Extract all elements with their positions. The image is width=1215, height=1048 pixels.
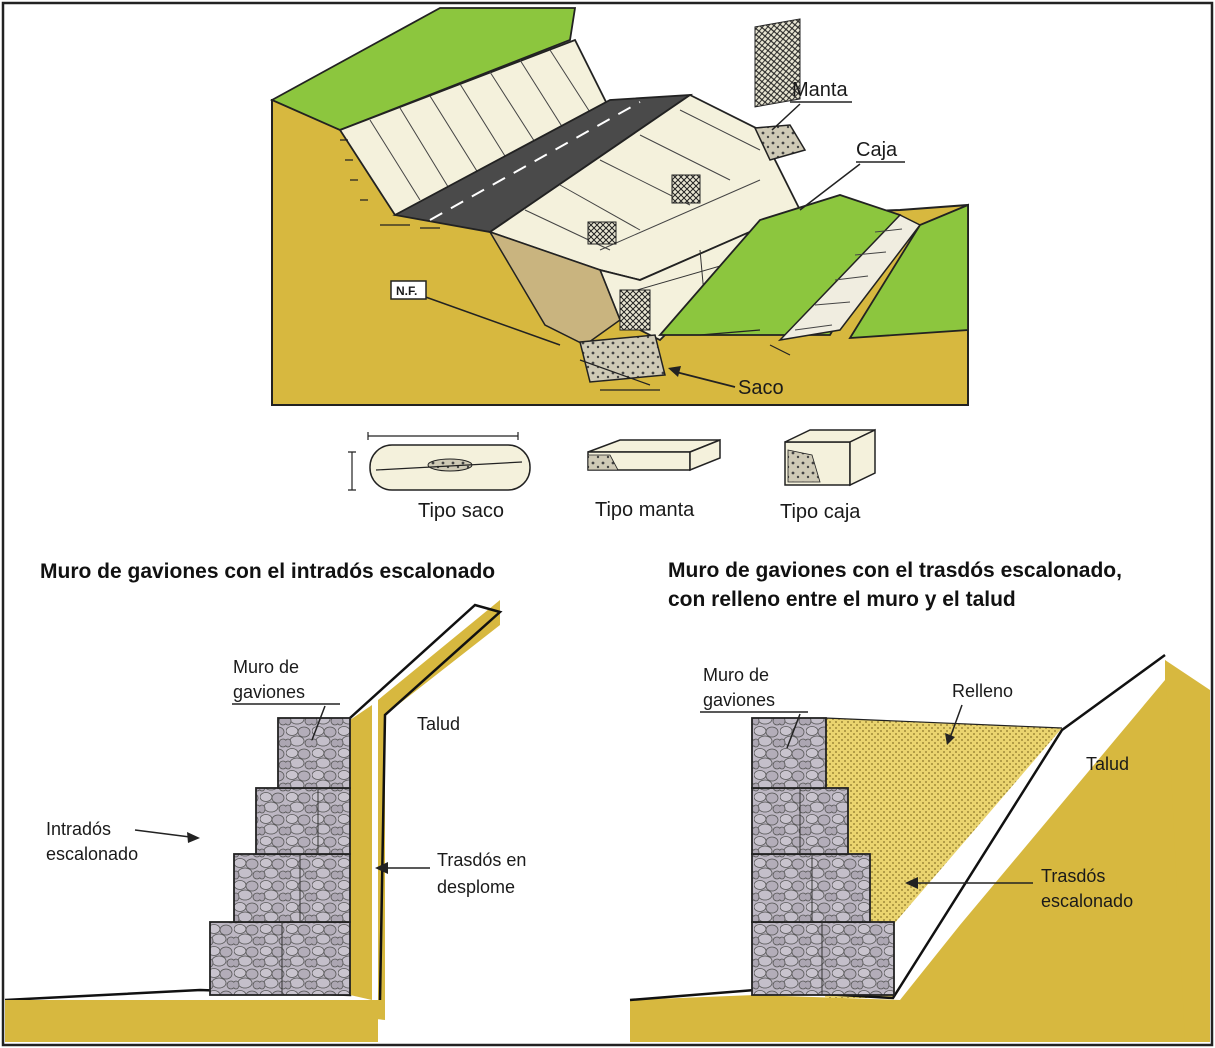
right-trasdos-line2: escalonado [1041,891,1133,911]
slope-block-diagram [269,7,969,406]
right-muro-line2: gaviones [703,690,775,710]
right-relleno: Relleno [952,681,1013,701]
right-talud: Talud [1086,754,1129,774]
top-labels: Manta Caja N.F. Saco [390,79,905,399]
left-section-title: Muro de gaviones con el intradós escalon… [40,560,495,583]
label-manta: Manta [792,79,848,101]
right-trasdos-line1: Trasdós [1041,866,1105,886]
label-caja: Caja [856,139,898,161]
right-section-title-line1: Muro de gaviones con el trasdós escalona… [668,559,1122,582]
type-manta-icon [587,438,721,472]
type-saco-icon [348,432,531,491]
label-tipo-caja: Tipo caja [780,501,861,523]
label-saco: Saco [738,377,784,399]
nf-box [390,280,427,300]
left-intrados-line1: Intradós [46,819,111,839]
label-tipo-manta: Tipo manta [595,499,695,521]
left-muro-line1: Muro de [233,657,299,677]
type-caja-icon [784,428,876,487]
left-muro-line2: gaviones [233,682,305,702]
left-intrados-line2: escalonado [46,844,138,864]
label-nf: N.F. [396,284,417,298]
right-labels: Muro de gaviones Relleno Talud Trasdós e… [700,665,1133,911]
left-trasdos-line1: Trasdós en [437,850,526,870]
left-labels: Muro de gaviones Talud Intradós escalona… [46,657,526,897]
label-tipo-saco: Tipo saco [418,500,504,522]
left-talud: Talud [417,714,460,734]
left-gabion-section [4,600,503,1042]
right-section-title-line2: con relleno entre el muro y el talud [668,588,1016,611]
right-muro-line1: Muro de [703,665,769,685]
right-gabion-section [629,653,1210,1042]
left-trasdos-line2: desplome [437,877,515,897]
